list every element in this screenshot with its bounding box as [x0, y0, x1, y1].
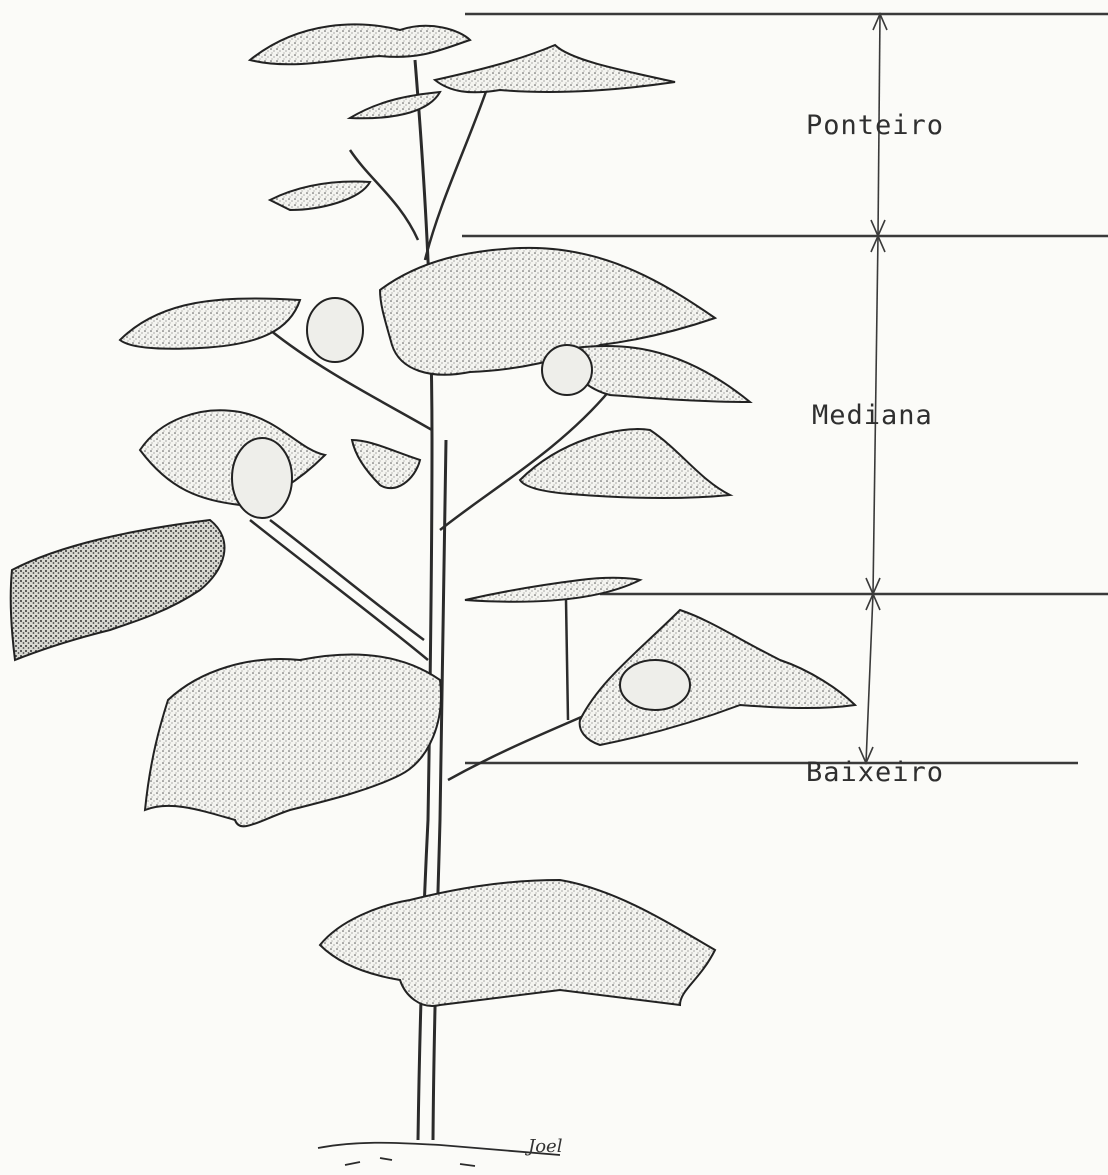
bottom-leaf — [320, 880, 715, 1006]
left-mid-small-leaf — [352, 440, 420, 488]
top-right-leaf — [435, 45, 675, 92]
zone-label-baixeiro: Baixeiro — [806, 757, 944, 788]
middle-left-leaf — [145, 655, 441, 827]
zone-label-ponteiro: Ponteiro — [806, 110, 944, 141]
ground — [318, 1143, 560, 1166]
upper-left-small-leaf — [270, 182, 370, 210]
lower-right-leaf — [465, 578, 640, 602]
artist-signature: Joel — [528, 1136, 562, 1157]
upper-left-leaf — [120, 298, 300, 348]
lower-left-big-leaf — [11, 520, 225, 660]
right-lower-leaf — [520, 429, 730, 498]
small-leaf — [350, 92, 440, 118]
zone-label-mediana: Mediana — [812, 400, 933, 431]
top-leaf — [250, 24, 470, 64]
